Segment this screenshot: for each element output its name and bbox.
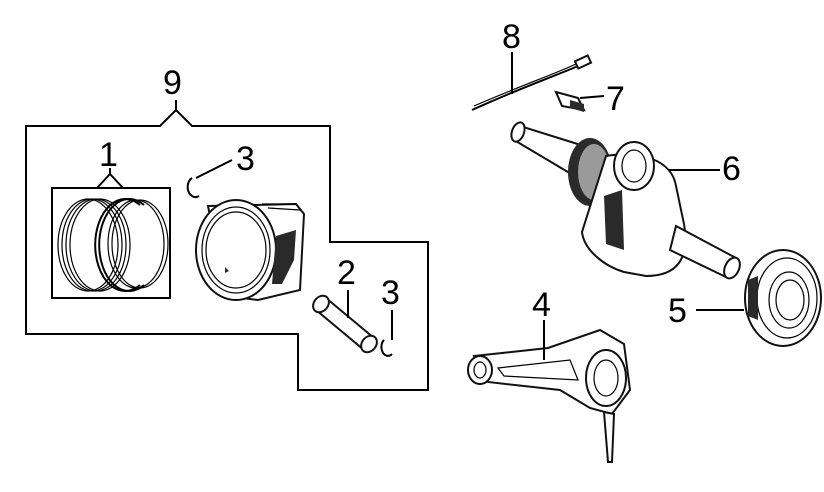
callout-9: 9 [163,64,182,102]
piston-pin [312,290,378,354]
crankshaft-part [510,121,741,280]
callout-3-lower: 3 [381,274,400,312]
clip-lower [380,310,393,357]
callout-3-upper: 3 [236,140,255,178]
callout-8: 8 [502,18,521,56]
piston-rings-group [51,168,171,299]
key-part [554,90,605,112]
piston-ring-set [57,198,169,292]
callout-5: 5 [668,292,687,330]
callout-1: 1 [99,136,118,174]
bearing-part [696,249,822,347]
callout-6: 6 [722,150,741,188]
piston [195,199,306,302]
wire-part [471,52,593,111]
clip-upper [186,159,233,199]
callout-2: 2 [337,254,356,292]
callout-7: 7 [606,80,625,118]
connecting-rod-part [467,320,632,463]
callout-4: 4 [532,286,551,324]
piston-assembly-group [25,100,429,391]
